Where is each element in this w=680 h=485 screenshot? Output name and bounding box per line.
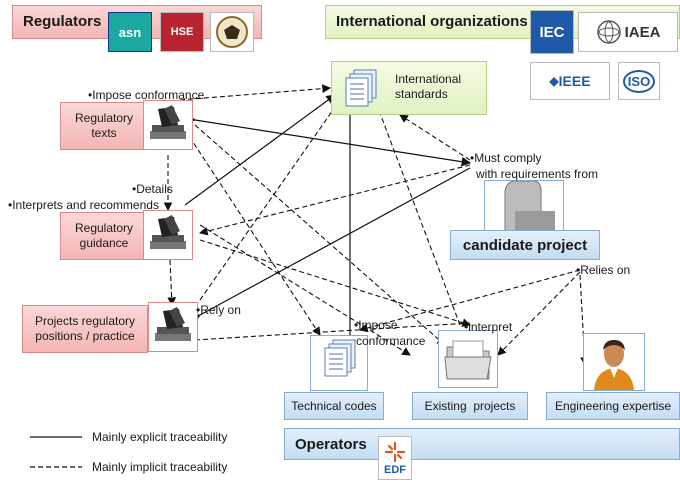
projects-regulatory-node[interactable]: Projects regulatory positions / practice xyxy=(22,305,148,353)
label-interpret: interpret xyxy=(464,320,512,334)
operators-title: Operators xyxy=(295,436,367,453)
edge-existing-standards xyxy=(373,98,461,326)
nrc-seal-icon xyxy=(210,12,254,52)
existing-projects-node[interactable]: Existing projects xyxy=(412,392,528,420)
edge-texts-candidate xyxy=(185,113,472,167)
candidate-project-node[interactable]: candidate project xyxy=(450,230,600,260)
edge-practice-codes xyxy=(187,322,471,345)
engineering-expertise-label: Engineering expertise xyxy=(554,399,672,413)
iec-logo-icon: IEC xyxy=(530,10,574,54)
technical-codes-label: Technical codes xyxy=(291,399,377,413)
regulatory-books-icon xyxy=(143,100,193,150)
edge-guidance-interpret xyxy=(199,224,411,356)
regulatory-texts-node[interactable]: Regulatory texts xyxy=(60,102,148,150)
candidate-plant-icon xyxy=(484,180,564,232)
engineering-expertise-node[interactable]: Engineering expertise xyxy=(546,392,680,420)
edge-guidance-practice xyxy=(167,259,177,307)
label-details: Details xyxy=(132,182,173,196)
label-interprets-recommends: Interprets and recommends xyxy=(8,198,159,212)
operators-group: Operators xyxy=(284,428,680,460)
ieee-logo-icon: ◆IEEE xyxy=(530,62,610,100)
legend-implicit-label: Mainly implicit traceability xyxy=(92,460,228,474)
candidate-project-label: candidate project xyxy=(462,236,588,254)
regulatory-guidance-node[interactable]: Regulatory guidance xyxy=(60,212,148,260)
edf-logo-icon: EDF xyxy=(378,436,412,480)
label-impose-conformance-top: Impose conformance xyxy=(88,88,204,102)
guidance-books-icon xyxy=(143,210,193,260)
label-relies-on: Relies on xyxy=(576,263,630,277)
hse-logo-icon: HSE xyxy=(160,12,204,52)
edge-guidance-codes xyxy=(199,239,472,327)
technical-codes-node[interactable]: Technical codes xyxy=(284,392,384,420)
edge-guidance-standards xyxy=(184,94,336,206)
edge-candidate-guidance xyxy=(198,164,471,236)
document-stack-icon xyxy=(344,68,380,108)
regulators-title: Regulators xyxy=(23,13,102,30)
technical-codes-icon xyxy=(310,335,368,391)
edge-relies-existing2 xyxy=(497,271,581,356)
edge-texts-standards xyxy=(179,84,332,101)
edge-candidate-standards xyxy=(399,114,471,161)
folder-icon xyxy=(438,330,498,388)
international-title: International organizations xyxy=(336,13,528,30)
legend-explicit-label: Mainly explicit traceability xyxy=(92,430,228,444)
international-standards-label: International standards xyxy=(395,72,462,101)
engineer-person-icon xyxy=(583,333,645,391)
edge-texts-codes xyxy=(184,129,321,336)
projects-regulatory-label: Projects regulatory positions / practice xyxy=(34,314,136,343)
edge-practice-standards xyxy=(199,99,341,301)
iso-logo-icon: ISO xyxy=(618,62,660,100)
label-rely-on: Rely on xyxy=(196,303,241,317)
label-impose-mid: Impose xyxy=(354,318,397,332)
label-must-comply: Must comply xyxy=(470,151,541,165)
existing-projects-label: Existing projects xyxy=(424,399,516,413)
edge-practice-candidate xyxy=(190,167,471,324)
label-conformance-mid: conformance xyxy=(356,334,426,348)
label-with-requirements: with requirements from xyxy=(476,167,599,181)
regulatory-texts-label: Regulatory texts xyxy=(74,111,134,140)
practice-books-icon xyxy=(148,302,198,352)
edge-relies-existing xyxy=(358,269,581,333)
asn-logo-icon: asn xyxy=(108,12,152,52)
regulatory-guidance-label: Regulatory guidance xyxy=(74,221,134,250)
iaea-logo-icon: IAEA xyxy=(578,12,678,52)
